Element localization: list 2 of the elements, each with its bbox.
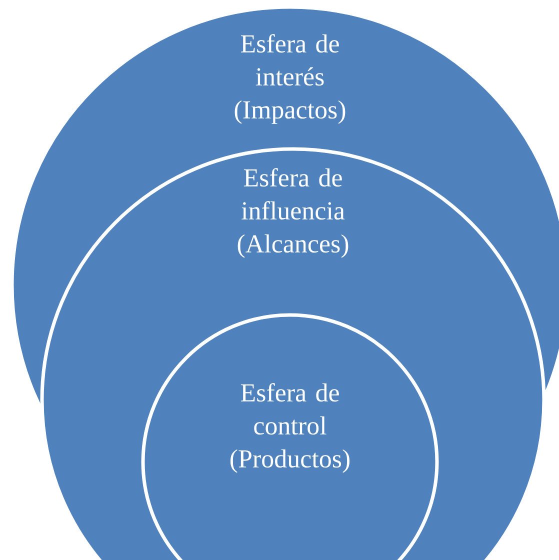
node-label: Esfera de influencia (Alcances) (238, 168, 348, 258)
node-label: Esfera de interés (Impactos) (234, 34, 346, 124)
